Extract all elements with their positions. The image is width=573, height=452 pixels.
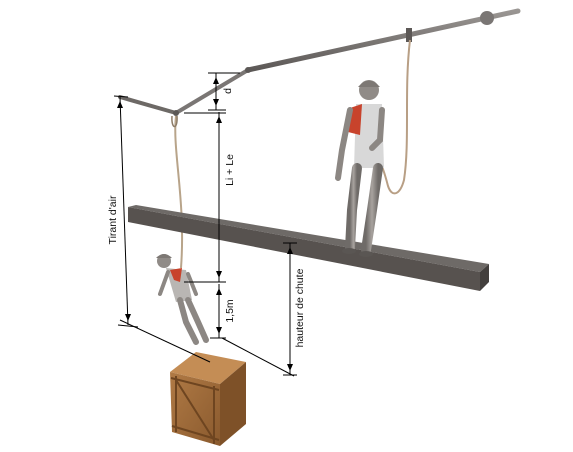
rail-pulley	[480, 11, 494, 25]
lifeline-rail	[120, 11, 518, 116]
hauteur-chute-label: hauteur de chute	[294, 268, 306, 347]
standing-worker-figure	[338, 80, 384, 257]
one-five-m-label: 1,5m	[224, 299, 236, 323]
tirant-air-label: Tirant d'air	[107, 195, 119, 244]
li-le-label: Li + Le	[224, 154, 236, 186]
falling-worker-lanyard	[175, 116, 182, 268]
tirant-air-dimension-line	[120, 97, 128, 325]
d-label: d	[222, 88, 234, 94]
anchor-slider	[406, 28, 412, 42]
wooden-crate	[170, 352, 246, 446]
